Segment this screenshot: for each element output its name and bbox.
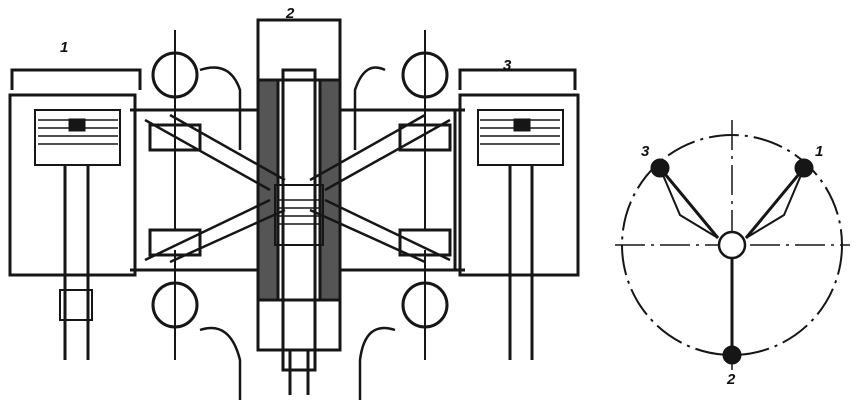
left-cylinder [8, 68, 142, 360]
right-cylinder [458, 68, 580, 360]
center-hub [717, 230, 747, 260]
engine-cross-section: 1 2 3 [8, 5, 580, 400]
pipes [199, 66, 396, 400]
crank-label-2: 2 [726, 371, 736, 388]
crank-node-1 [794, 158, 814, 178]
central-column [256, 18, 342, 395]
label-cylinder-3: 3 [503, 57, 512, 74]
crank-label-3: 3 [641, 143, 650, 160]
crank-node-2 [722, 345, 742, 365]
right-housing [340, 108, 465, 272]
left-housing [130, 108, 258, 272]
crank-label-1: 1 [815, 143, 823, 160]
label-cylinder-2: 2 [285, 5, 295, 22]
valves [148, 30, 452, 360]
crank-diagram: 3 1 2 [615, 120, 850, 388]
passages [144, 113, 451, 264]
label-cylinder-1: 1 [60, 39, 68, 56]
crank-node-3 [650, 158, 670, 178]
